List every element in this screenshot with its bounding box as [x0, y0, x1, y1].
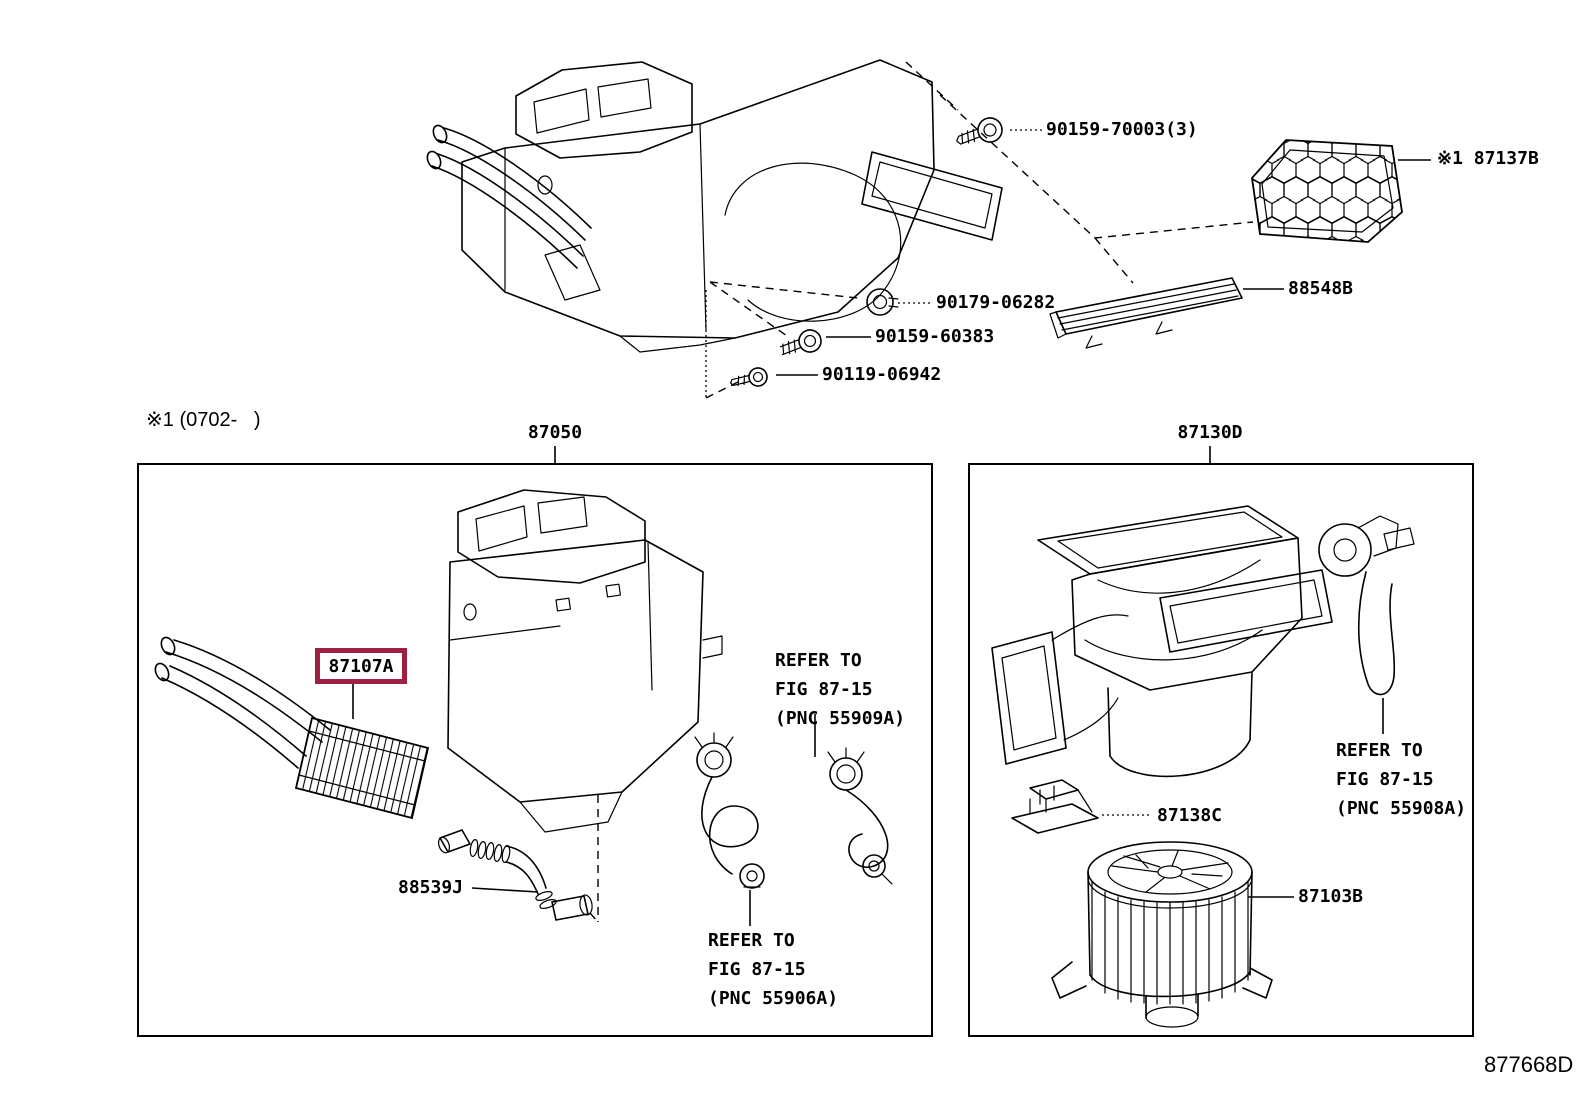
refer-note-55906A: REFER TO FIG 87-15 (PNC 55906A): [708, 926, 838, 1013]
servo-motor-drawing: [1318, 515, 1415, 696]
grommet-90179-06282-icon: [866, 288, 899, 316]
applicability-footnote: ※1 (0702- ): [146, 409, 261, 431]
refer-note-line: FIG 87-15: [1336, 769, 1434, 790]
water-hose-drawing: [437, 829, 593, 921]
part-label-87137B[interactable]: ※1 87137B: [1437, 148, 1539, 169]
blower-motor-drawing: [1051, 841, 1273, 1028]
harness-55909A-drawing: [827, 747, 893, 885]
hvac-assembly-drawing: [426, 59, 1003, 353]
leader-lines-top: [554, 129, 1431, 463]
part-label-90119-06942[interactable]: 90119-06942: [822, 364, 942, 385]
part-label-88539J[interactable]: 88539J: [398, 877, 464, 898]
blower-unit-box: [968, 463, 1474, 1037]
refer-note-line: (PNC 55909A): [775, 708, 906, 729]
grille-88548B-drawing: [1049, 277, 1243, 349]
part-label-90159-60383[interactable]: 90159-60383: [875, 326, 995, 347]
refer-note-line: REFER TO: [1336, 740, 1423, 761]
refer-note-line: FIG 87-15: [708, 959, 806, 980]
part-label-87138C[interactable]: 87138C: [1157, 805, 1223, 826]
cabin-filter-drawing: [1251, 139, 1403, 243]
leader-lines-left-box: [352, 684, 816, 926]
harness-55906A-drawing: [694, 732, 765, 889]
box-title-87130D[interactable]: 87130D: [1177, 422, 1243, 443]
refer-note-line: (PNC 55908A): [1336, 798, 1467, 819]
bolt-90119-06942-icon: [729, 367, 768, 387]
heater-core-drawing: [154, 636, 430, 820]
resistor-drawing: [1011, 779, 1099, 834]
refer-note-55908A: REFER TO FIG 87-15 (PNC 55908A): [1336, 736, 1466, 823]
box-title-87050[interactable]: 87050: [527, 422, 583, 443]
refer-note-55909A: REFER TO FIG 87-15 (PNC 55909A): [775, 646, 905, 733]
heater-unit-box: [137, 463, 933, 1037]
part-label-90159-70003[interactable]: 90159-70003(3): [1046, 119, 1198, 140]
refer-note-line: (PNC 55906A): [708, 988, 839, 1009]
screw-90159-70003-icon: [956, 117, 1003, 145]
blower-case-drawing: [991, 505, 1333, 778]
screw-90159-60383-icon: [779, 329, 822, 356]
figure-code: 877668D: [1484, 1052, 1574, 1077]
refer-note-line: REFER TO: [708, 930, 795, 951]
part-label-87107A-highlighted[interactable]: 87107A: [315, 648, 407, 684]
refer-note-line: REFER TO: [775, 650, 862, 671]
part-label-88548B[interactable]: 88548B: [1288, 278, 1354, 299]
part-label-87103B[interactable]: 87103B: [1298, 886, 1364, 907]
assembly-dashed-lines: [705, 61, 1254, 399]
leader-lines-right-box: [1102, 698, 1384, 898]
part-label-90179-06282[interactable]: 90179-06282: [936, 292, 1056, 313]
refer-note-line: FIG 87-15: [775, 679, 873, 700]
heater-case-drawing: [447, 489, 723, 833]
